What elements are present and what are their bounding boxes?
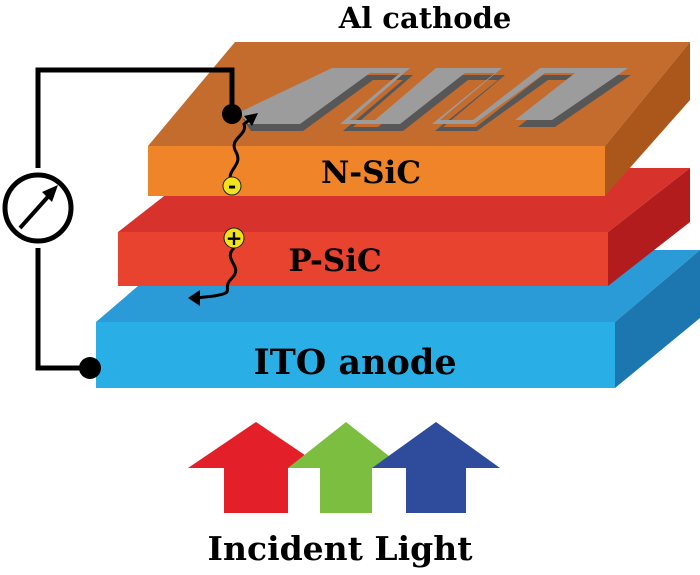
ito-anode-label: ITO anode <box>253 342 456 383</box>
ito-front-face <box>96 322 615 388</box>
hole-path <box>195 246 238 300</box>
electron-arrowhead-icon <box>244 113 258 126</box>
electron-sign: - <box>228 174 236 198</box>
al-cathode-electrode: Al cathode <box>240 1 631 131</box>
p-sic-front-face <box>118 232 608 286</box>
al-cathode-label: Al cathode <box>338 1 512 35</box>
n-sic-side-face <box>605 42 690 196</box>
electron-marker <box>222 176 242 196</box>
incident-light-label: Incident Light <box>208 529 474 568</box>
p-sic-layer: P-SiC <box>118 168 690 286</box>
circuit-wire <box>35 67 235 371</box>
electron-path <box>228 116 253 185</box>
red-up-arrow-icon <box>188 422 324 513</box>
blue-up-arrow-icon <box>372 422 500 513</box>
hole-sign: + <box>226 226 243 250</box>
green-up-arrow-icon <box>288 422 404 513</box>
cathode-contact-dot-icon <box>222 104 242 124</box>
p-sic-label: P-SiC <box>288 243 381 279</box>
charge-carriers: - + <box>188 113 258 306</box>
external-circuit <box>2 67 242 379</box>
ammeter-needle-tip <box>42 185 58 202</box>
anode-contact-dot-icon <box>79 357 101 379</box>
incident-light-arrows: Incident Light <box>188 422 500 568</box>
hole-marker <box>223 227 245 249</box>
p-sic-side-face <box>608 168 690 286</box>
ito-side-face <box>615 250 700 388</box>
hole-arrowhead-icon <box>188 290 200 306</box>
al-electrode-top <box>240 68 628 124</box>
n-sic-label: N-SiC <box>321 155 421 191</box>
